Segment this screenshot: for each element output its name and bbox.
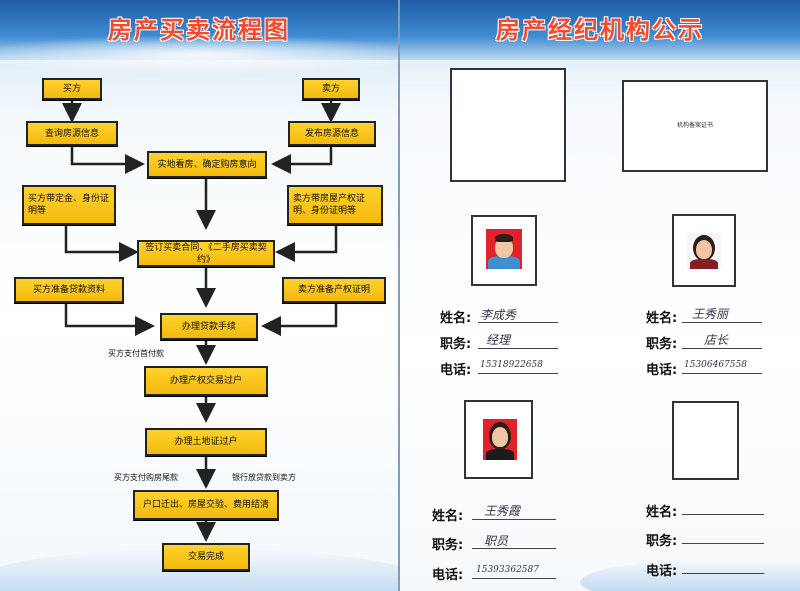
agent-2-position-line — [682, 348, 762, 349]
agent-photo-frame-1 — [471, 215, 537, 286]
agent-2-name-value: 王秀丽 — [692, 307, 729, 321]
agent-3-name-value: 王秀霞 — [484, 504, 521, 518]
agent-4-position-label: 职务: — [646, 534, 678, 549]
agent-2-position-label: 职务: — [646, 337, 678, 352]
head-shape — [492, 427, 508, 447]
agent-portrait-3 — [483, 419, 517, 460]
agency-poster: 房产经纪机构公示 机构备案证书 姓名: 李成秀 职务: — [398, 0, 800, 591]
agent-3-position-value: 职员 — [484, 534, 509, 548]
flowchart-title: 房产买卖流程图 — [108, 16, 290, 44]
agent-1-position-label: 职务: — [440, 337, 472, 352]
agency-title: 房产经纪机构公示 — [496, 16, 704, 44]
agent-1-position-value: 经理 — [486, 333, 511, 347]
agent-4-name-label: 姓名: — [646, 505, 678, 520]
flow-box-buyer-loan: 买方准备贷款资料 — [14, 277, 124, 303]
filing-certificate-label: 机构备案证书 — [676, 122, 713, 129]
agent-3-name-label: 姓名: — [432, 509, 464, 524]
agent-4-phone-line — [682, 573, 764, 574]
agent-4-name-line — [682, 514, 764, 515]
agent-1-phone-line — [478, 373, 558, 374]
flow-box-sign-contract: 签订买卖合同、《二手房买卖契约》 — [137, 240, 275, 267]
hair-shape — [495, 234, 513, 242]
agent-2-phone-value: 15306467558 — [684, 360, 747, 370]
agent-2-phone-label: 电话: — [646, 363, 678, 378]
flow-box-seller: 卖方 — [302, 78, 360, 100]
poster-banner — [400, 0, 800, 60]
agent-2-phone-line — [682, 373, 762, 374]
agent-portrait-2 — [687, 233, 721, 269]
agent-1-name-line — [478, 322, 558, 323]
shirt-shape — [488, 256, 520, 269]
flow-box-seller-docs: 卖方带房屋产权证明、身份证明等 — [287, 185, 383, 225]
head-shape — [696, 240, 712, 259]
flow-box-publish-listings: 发布房源信息 — [288, 121, 376, 146]
agent-4-position-line — [682, 543, 764, 544]
agent-portrait-1 — [486, 229, 522, 269]
agent-1-phone-value: 15318922658 — [480, 360, 543, 370]
flow-box-query-listings: 查询房源信息 — [26, 121, 118, 146]
agent-photo-frame-2 — [672, 214, 736, 287]
agent-3-phone-label: 电话: — [432, 568, 464, 583]
flow-box-buyer-docs: 买方带定金、身份证明等 — [22, 185, 116, 225]
flow-arrows — [62, 100, 341, 542]
agent-3-phone-value: 15393362587 — [476, 565, 539, 575]
agent-3-position-label: 职务: — [432, 538, 464, 553]
banner-swoosh — [0, 35, 398, 75]
agent-1-name-label: 姓名: — [440, 311, 472, 326]
agent-2-name-label: 姓名: — [646, 311, 678, 326]
label-down-payment: 买方支付首付款 — [108, 349, 164, 358]
head-shape — [495, 237, 513, 258]
filing-certificate-frame: 机构备案证书 — [622, 80, 768, 172]
agent-3-name-line — [472, 519, 556, 520]
agent-3-phone-line — [472, 578, 556, 579]
agent-2-position-value: 店长 — [704, 333, 729, 347]
agent-2-name-line — [682, 322, 762, 323]
flow-box-transfer-ownership: 办理产权交易过户 — [144, 366, 268, 396]
label-final-payment: 买方支付购房尾款 — [114, 473, 178, 482]
agent-photo-frame-3 — [464, 400, 533, 479]
label-bank-loan: 银行放贷款到卖方 — [232, 473, 296, 482]
flow-box-buyer: 买方 — [42, 78, 102, 100]
agent-photo-frame-4 — [672, 401, 739, 480]
flowchart-poster: 房产买卖流程图 — [0, 0, 398, 591]
shirt-shape — [486, 449, 514, 460]
flow-box-view-house: 实地看房、确定购房意向 — [147, 151, 267, 178]
flow-box-seller-cert: 卖方准备产权证明 — [282, 277, 386, 303]
flow-box-land-transfer: 办理土地证过户 — [145, 428, 267, 456]
poster-bottom-wave — [580, 559, 800, 591]
agent-1-phone-label: 电话: — [440, 363, 472, 378]
agent-1-name-value: 李成秀 — [480, 308, 517, 322]
flow-box-complete: 交易完成 — [162, 543, 250, 571]
flow-box-loan-process: 办理贷款手续 — [160, 313, 258, 340]
shirt-shape — [690, 259, 718, 269]
flow-box-settlement: 户口迁出、房屋交验、费用结清 — [133, 490, 279, 520]
business-license-frame — [450, 68, 566, 182]
agent-3-position-line — [472, 548, 556, 549]
agent-1-position-line — [478, 348, 558, 349]
agent-4-phone-label: 电话: — [646, 564, 678, 579]
